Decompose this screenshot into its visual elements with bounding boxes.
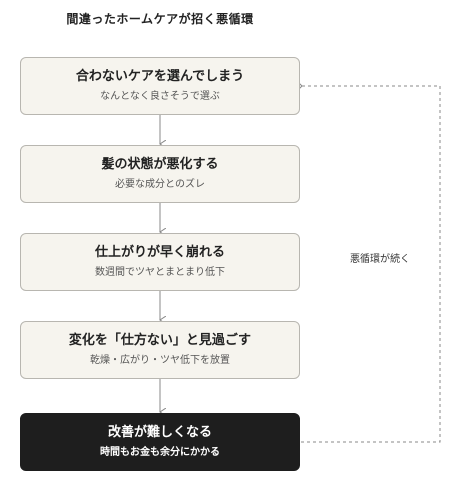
step-4-box: 変化を「仕方ない」と見過ごす 乾燥・広がり・ツヤ低下を放置 bbox=[20, 321, 300, 379]
step-1-title: 合わないケアを選んでしまう bbox=[75, 69, 245, 84]
step-3-box: 仕上がりが早く崩れる 数週間でツヤとまとまり低下 bbox=[20, 233, 300, 291]
loop-label: 悪循環が続く bbox=[346, 249, 414, 266]
step-2-box: 髪の状態が悪化する 必要な成分とのズレ bbox=[20, 145, 300, 203]
step-2-title: 髪の状態が悪化する bbox=[101, 157, 219, 172]
step-3-title: 仕上がりが早く崩れる bbox=[94, 245, 225, 260]
step-2-subtitle: 必要な成分とのズレ bbox=[115, 179, 205, 190]
feedback-loop-arrow bbox=[301, 86, 441, 443]
step-4-subtitle: 乾燥・広がり・ツヤ低下を放置 bbox=[90, 355, 230, 366]
step-3-subtitle: 数週間でツヤとまとまり低下 bbox=[95, 267, 225, 278]
step-1-box: 合わないケアを選んでしまう なんとなく良さそうで選ぶ bbox=[20, 57, 300, 115]
step-1-subtitle: なんとなく良さそうで選ぶ bbox=[100, 91, 220, 102]
step-5-box: 改善が難しくなる 時間もお金も余分にかかる bbox=[20, 413, 300, 471]
diagram-title: 間違ったホームケアが招く悪循環 bbox=[66, 12, 254, 26]
step-4-title: 変化を「仕方ない」と見過ごす bbox=[68, 333, 252, 348]
step-5-subtitle: 時間もお金も余分にかかる bbox=[100, 447, 220, 458]
step-5-title: 改善が難しくなる bbox=[107, 425, 212, 440]
